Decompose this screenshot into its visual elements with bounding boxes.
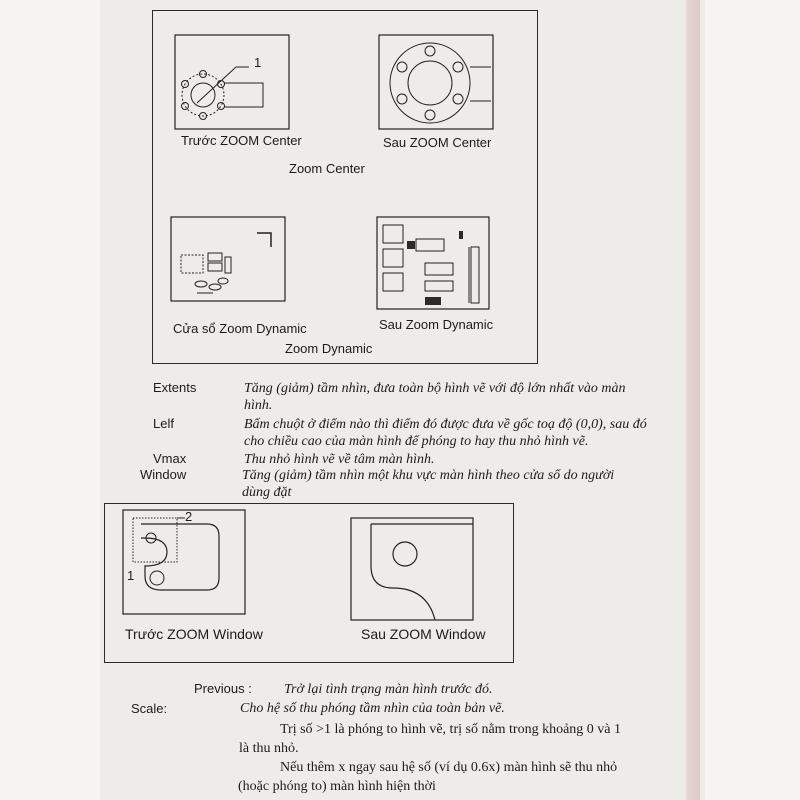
callout-1-window: 1	[127, 568, 135, 583]
term-scale: Scale:	[131, 701, 168, 716]
callout-1: 1	[254, 55, 262, 70]
desc-previous: Trở lại tình trạng màn hình trước đó.	[284, 682, 493, 697]
page-edge	[686, 0, 700, 800]
zoom-figure-drawing	[170, 34, 494, 310]
scale-line-4: (hoặc phóng to) màn hình hiện thời	[238, 779, 436, 794]
callout-2: 2	[185, 509, 193, 524]
zoom-dynamic-window-label: Cửa sổ Zoom Dynamic	[173, 321, 307, 336]
scale-line-3: Nếu thêm x ngay sau hệ số (ví dụ 0.6x) m…	[280, 760, 618, 775]
term-vmax: Vmax	[153, 451, 187, 466]
term-window: Window	[140, 467, 187, 482]
scale-line-1: Trị số >1 là phóng to hình vẽ, trị số nằ…	[280, 722, 622, 737]
desc-scale: Cho hệ số thu phóng tầm nhìn của toàn bả…	[240, 701, 505, 716]
desc-vmax: Thu nhỏ hình vẽ về tâm màn hình.	[244, 452, 435, 467]
after-zoom-window-label: Sau ZOOM Window	[361, 626, 486, 642]
before-zoom-window-label: Trước ZOOM Window	[125, 626, 263, 642]
desc-lelf: Bấm chuột ở điểm nào thì điểm đó được đư…	[244, 417, 647, 449]
zoom-center-caption: Zoom Center	[289, 161, 365, 176]
book-page	[100, 0, 705, 800]
before-zoom-center-label: Trước ZOOM Center	[181, 133, 302, 148]
term-previous: Previous :	[194, 681, 252, 696]
desc-extents: Tăng (giảm) tầm nhìn, đưa toàn bộ hình v…	[244, 381, 626, 413]
term-lelf: Lelf	[153, 416, 174, 431]
zoom-dynamic-caption: Zoom Dynamic	[285, 341, 373, 356]
zoom-window-figure-frame: 2 1 Trước ZOOM Window Sau ZOOM Window	[104, 503, 514, 663]
scale-line-2: là thu nhỏ.	[239, 741, 299, 756]
after-zoom-center-label: Sau ZOOM Center	[383, 135, 492, 150]
zoom-window-drawing	[122, 509, 474, 621]
after-zoom-dynamic-label: Sau Zoom Dynamic	[379, 317, 494, 332]
zoom-figure-frame: 1 Trước ZOOM Center Sau ZOOM Center Zoom…	[152, 10, 538, 364]
term-extents: Extents	[153, 380, 197, 395]
desc-window: Tăng (giảm) tầm nhìn một khu vực màn hìn…	[242, 468, 615, 500]
